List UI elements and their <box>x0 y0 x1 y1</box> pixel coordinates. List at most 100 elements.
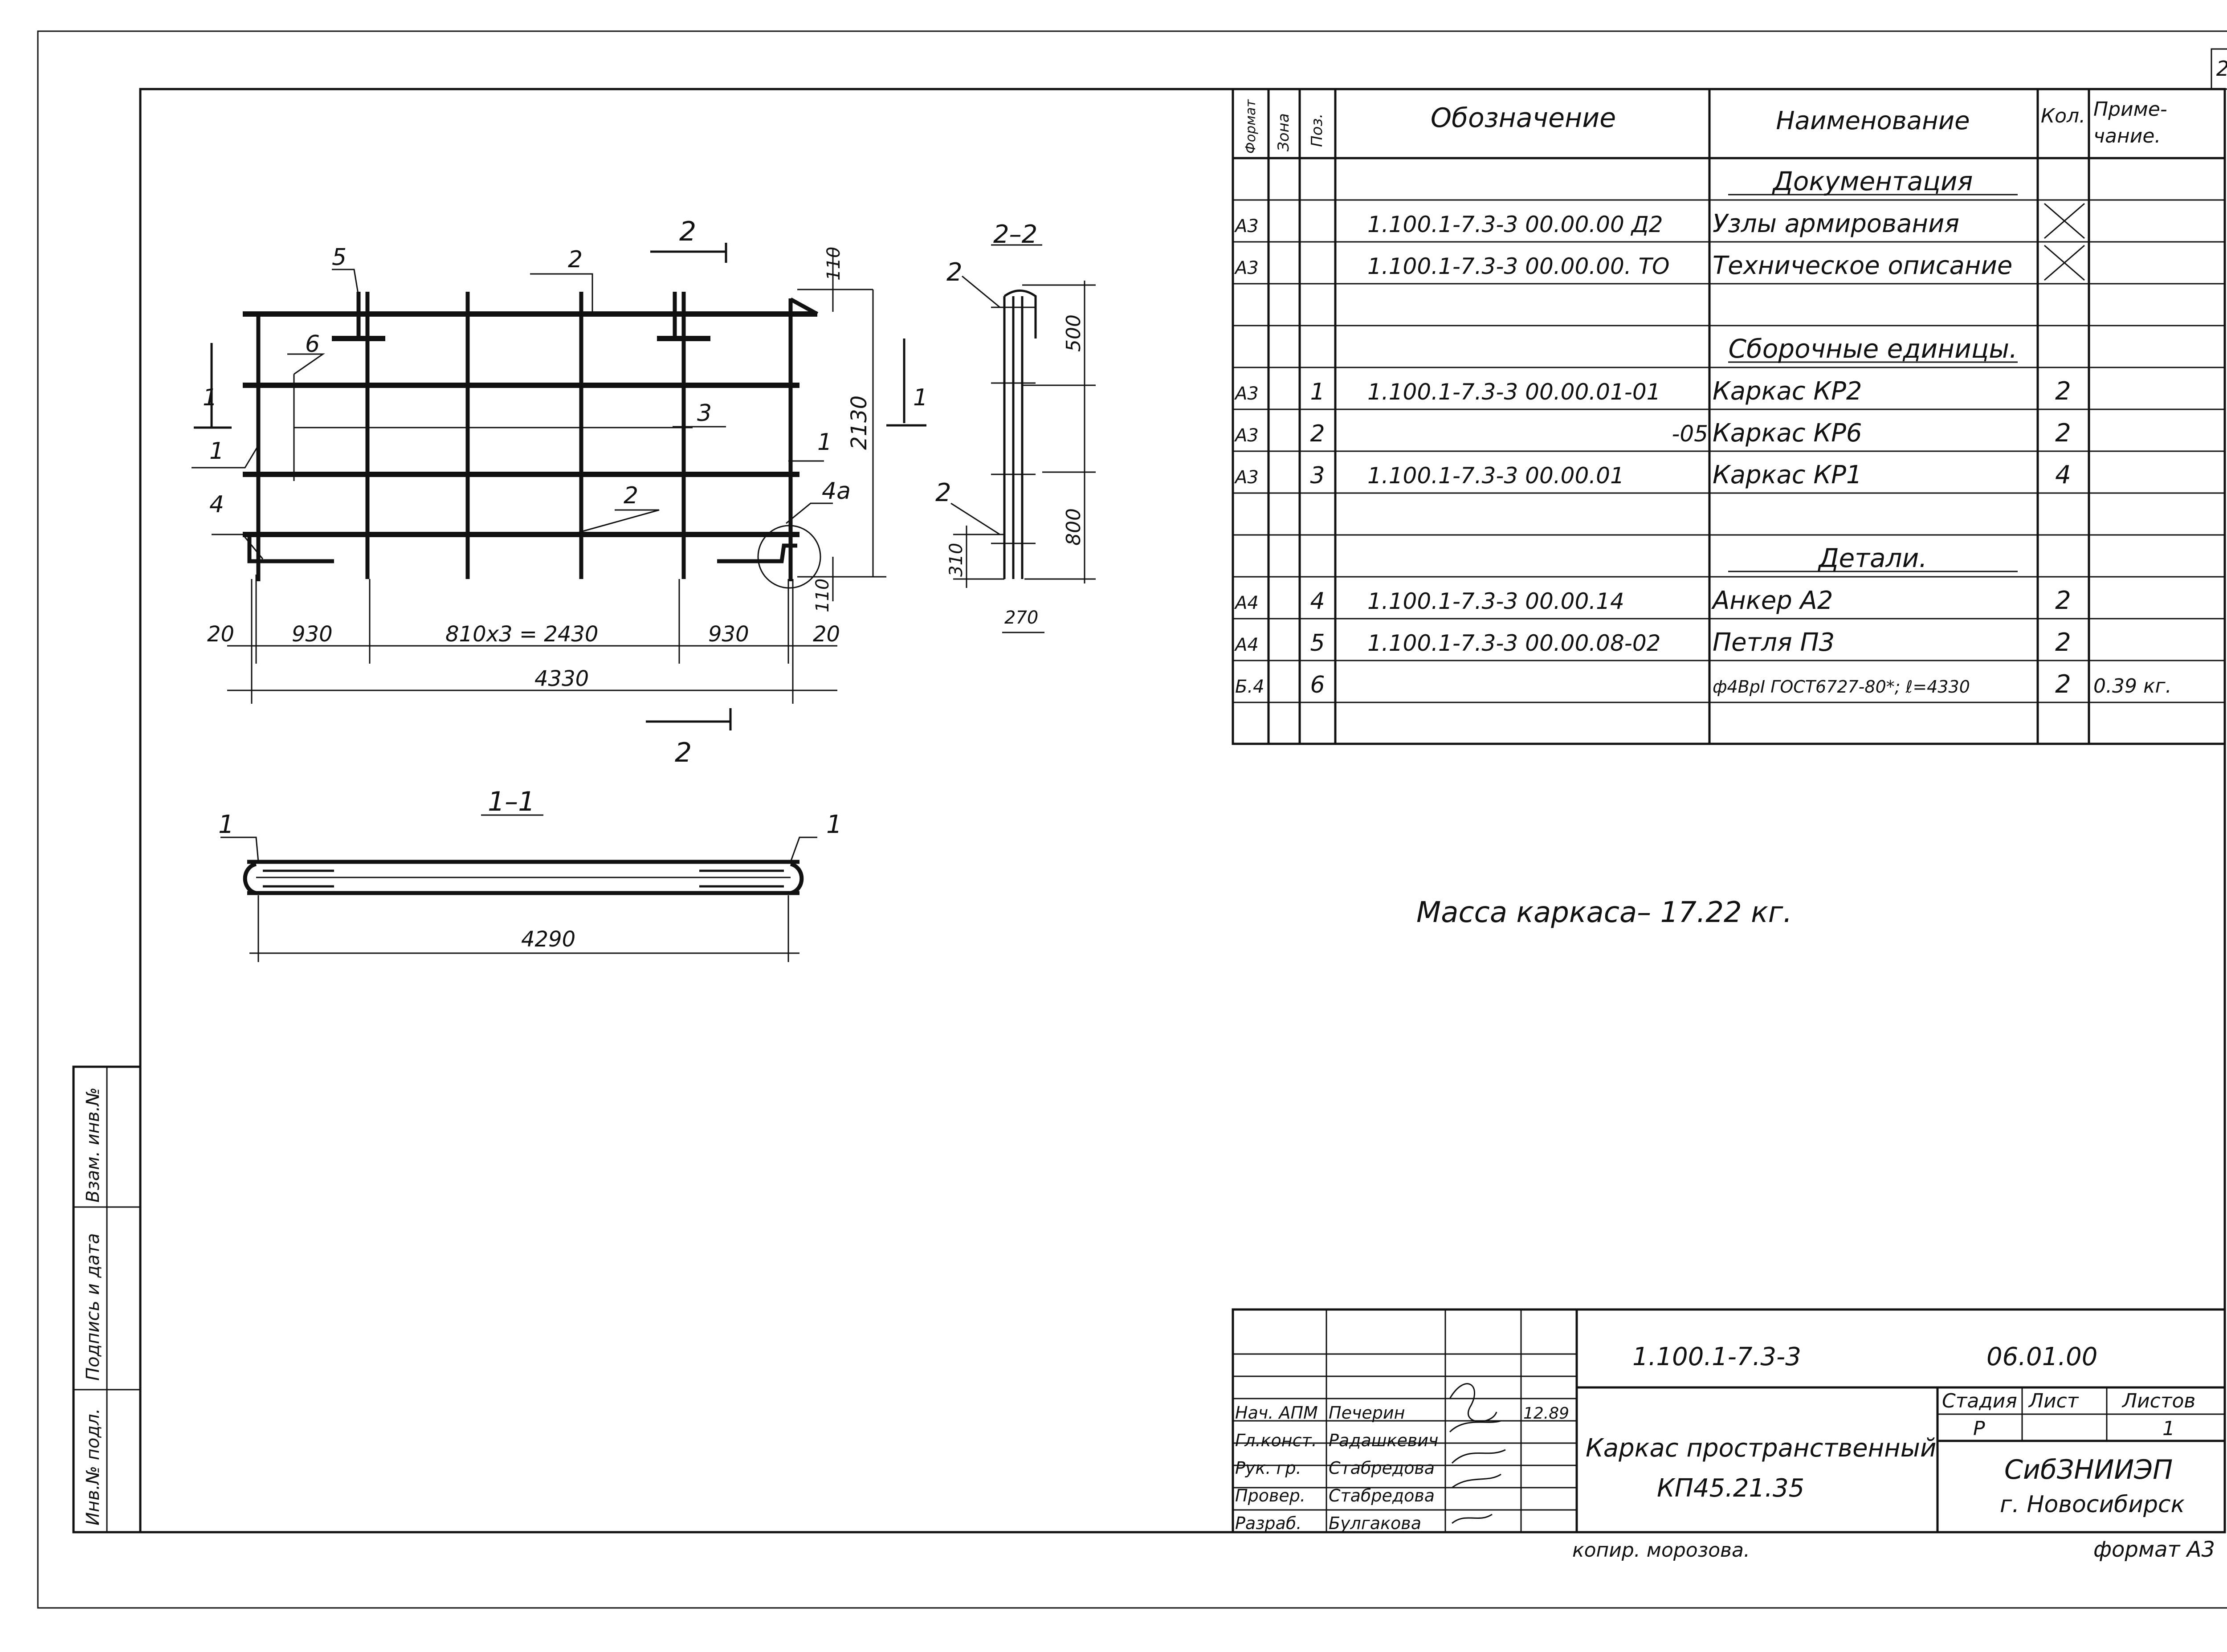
callout-pos2-top: 2 <box>568 246 583 273</box>
spec-cell-qty: 4 <box>2055 461 2071 489</box>
header-designation: Обозначение <box>1431 102 1616 134</box>
header-note-line1: Приме- <box>2093 98 2167 121</box>
spec-cell-name: Сборочные единицы. <box>1729 334 2018 364</box>
callout-pos3: 3 <box>697 400 712 427</box>
role-title: Нач. АПМ <box>1235 1403 1318 1423</box>
section-1-1-pos1-left: 1 <box>218 810 234 839</box>
spec-cell-qty: 2 <box>2055 377 2071 406</box>
role-title: Провер. <box>1235 1486 1305 1505</box>
role-person: Радашкевич <box>1329 1431 1438 1450</box>
section-2-2: 2–2 2 2 500 800 310 270 <box>935 220 1096 633</box>
spec-cell-pos: 3 <box>1310 462 1325 489</box>
spec-cell-pos: 2 <box>1310 420 1325 447</box>
dim-800: 800 <box>1062 508 1085 546</box>
spec-cell-qty: 2 <box>2055 586 2071 615</box>
spec-cell-name: Анкер А2 <box>1711 586 1833 615</box>
dim-930-left: 930 <box>292 622 333 647</box>
title-name-line1: Каркас пространственный <box>1586 1434 1936 1463</box>
dim-110-top: 110 <box>824 247 844 281</box>
dim-4330: 4330 <box>534 666 589 691</box>
header-pos: Поз. <box>1308 114 1326 147</box>
dim-810x3: 810х3 = 2430 <box>445 622 598 647</box>
role-person: Булгакова <box>1329 1513 1421 1533</box>
section-1-marker: 1 <box>203 384 217 411</box>
role-person: Стабредова <box>1329 1486 1435 1505</box>
dim-20-left: 20 <box>207 622 234 647</box>
title-date: 12.89 <box>1523 1404 1569 1423</box>
spec-cell-designation: 1.100.1-7.3-3 00.00.01 <box>1367 463 1624 489</box>
spec-cell-name: Петля П3 <box>1713 628 1835 657</box>
org-city: г. Новосибирск <box>2000 1491 2185 1518</box>
spec-cell-designation: 1.100.1-7.3-3 00.00.00. ТО <box>1367 253 1670 279</box>
page-number-box <box>2211 48 2227 90</box>
dim-310: 310 <box>946 543 967 577</box>
value-stage: Р <box>1973 1417 1985 1440</box>
header-format: Формат <box>1243 99 1259 154</box>
label-sheet: Лист <box>2028 1390 2079 1412</box>
spec-cell-format: А3 <box>1234 383 1259 404</box>
role-title: Разраб. <box>1235 1513 1301 1533</box>
callout-pos5: 5 <box>332 244 347 271</box>
spec-cell-format: А3 <box>1234 258 1259 278</box>
spec-cell-pos: 1 <box>1310 379 1325 405</box>
spec-cell-name: ф4ВрI ГОСТ6727-80*; ℓ=4330 <box>1713 677 1970 697</box>
stamp-vzam: Взам. инв.№ <box>83 1087 103 1203</box>
dim-110-bottom: 110 <box>812 579 833 612</box>
spec-cell-format: Б.4 <box>1235 677 1264 697</box>
spec-cell-pos: 6 <box>1310 672 1325 698</box>
section-1-1-title: 1–1 <box>488 786 535 817</box>
spec-cell-designation: 1.100.1-7.3-3 00.00.00 Д2 <box>1367 212 1663 237</box>
section-2-marker-top: 2 <box>679 216 696 247</box>
spec-cell-pos: 4 <box>1310 588 1325 615</box>
callout-pos4: 4 <box>209 491 224 518</box>
stamp-inv-podl: Инв.№ подл. <box>83 1408 103 1526</box>
dim-20-right: 20 <box>813 622 840 647</box>
spec-cell-name: Узлы армирования <box>1713 209 1959 238</box>
spec-cell-name: Каркас КР2 <box>1713 377 1862 406</box>
spec-cell-name: Техническое описание <box>1713 251 2012 280</box>
title-date-code: 06.01.00 <box>1986 1342 2097 1371</box>
spec-cell-pos: 5 <box>1310 630 1325 657</box>
spec-cell-name: Детали. <box>1817 543 1927 573</box>
stamp-signature: Подпись и дата <box>83 1233 103 1381</box>
header-zone: Зона <box>1275 113 1293 151</box>
spec-cell-qty: 2 <box>2055 670 2071 699</box>
spec-cell-name: Документация <box>1772 166 1973 196</box>
page-number: 22 <box>2216 57 2227 81</box>
section-2-2-pos2-top: 2 <box>946 258 963 287</box>
side-stamp: Инв.№ подл. Подпись и дата Взам. инв.№ <box>72 1065 142 1534</box>
value-sheets: 1 <box>2162 1417 2175 1440</box>
spec-cell-name: Каркас КР6 <box>1713 419 1862 448</box>
frame-elevation: 5 2 6 3 1 1 2 4 4а 1 2 2 1 110 2130 110 … <box>192 216 928 768</box>
inner-frame <box>139 88 2226 1534</box>
section-2-2-pos2-bottom: 2 <box>935 478 951 507</box>
dim-500: 500 <box>1062 314 1085 352</box>
role-title: Гл.конст. <box>1235 1431 1317 1450</box>
spec-cell-format: А3 <box>1234 216 1259 237</box>
title-code: 1.100.1-7.3-3 <box>1632 1342 1801 1371</box>
section-2-marker-bottom: 2 <box>675 737 692 768</box>
spec-cell-note: 0.39 кг. <box>2093 675 2172 698</box>
outer-border <box>37 30 2227 1609</box>
spec-cell-format: А3 <box>1234 425 1259 446</box>
copied-by: копир. морозова. <box>1572 1539 1750 1562</box>
section-1-1-pos1-right: 1 <box>826 810 842 839</box>
header-name: Наименование <box>1776 106 1970 135</box>
spec-cell-format: А4 <box>1234 635 1259 655</box>
spec-cell-name: Каркас КР1 <box>1713 461 1862 489</box>
spec-cell-designation: 1.100.1-7.3-3 00.00.01-01 <box>1367 379 1660 405</box>
section-1-1: 1–1 1 1 4290 <box>218 786 842 962</box>
role-person: Печерин <box>1329 1403 1405 1423</box>
callout-pos1-left: 1 <box>209 438 224 465</box>
callout-pos1-right: 1 <box>817 429 832 456</box>
dim-2130: 2130 <box>847 396 872 450</box>
dim-930-right: 930 <box>708 622 749 647</box>
header-note-line2: чание. <box>2093 125 2161 147</box>
spec-cell-format: А4 <box>1234 593 1259 613</box>
spec-table: Формат Зона Поз. Обозначение Наименовани… <box>1232 88 2226 745</box>
spec-cell-designation: -05 <box>1672 421 1708 447</box>
spec-cell-designation: 1.100.1-7.3-3 00.00.14 <box>1367 588 1624 614</box>
dim-4290: 4290 <box>521 927 575 952</box>
spec-cell-designation: 1.100.1-7.3-3 00.00.08-02 <box>1367 630 1660 656</box>
